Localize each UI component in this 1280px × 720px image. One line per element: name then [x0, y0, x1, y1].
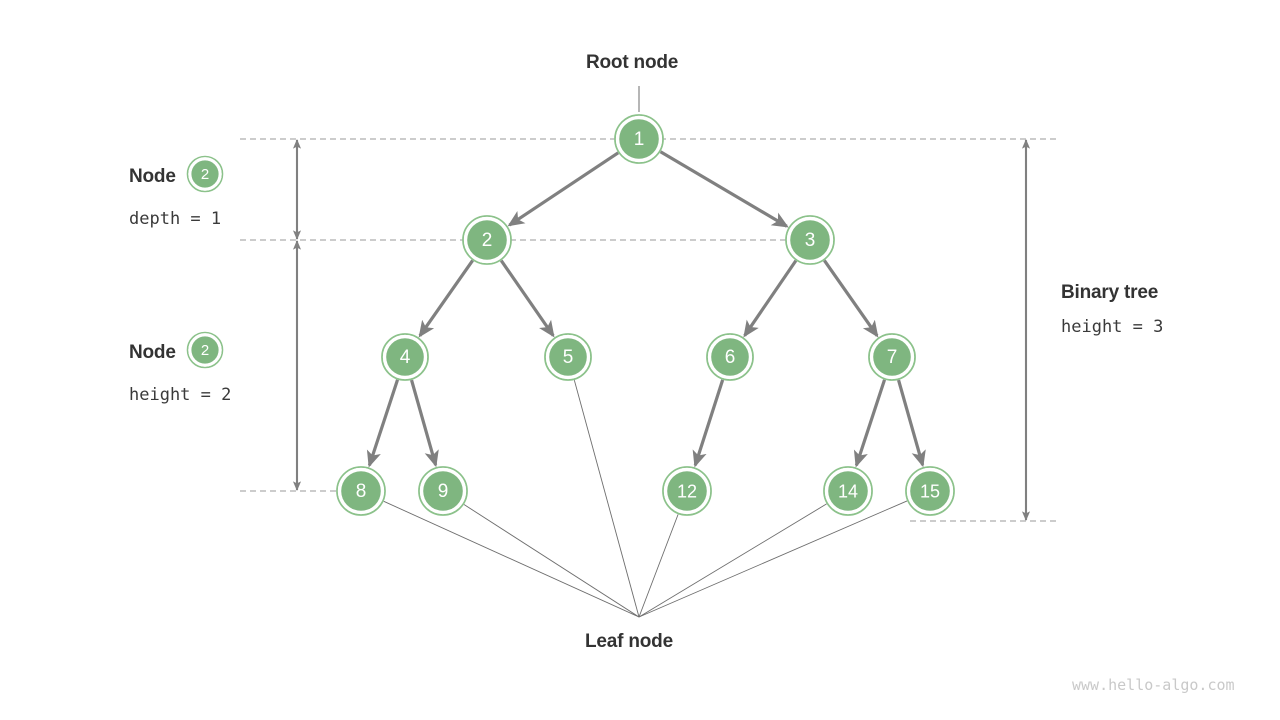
- node-value: 1: [634, 129, 645, 150]
- node-disc: [711, 338, 749, 376]
- node-disc: [910, 471, 950, 511]
- node-ring-gap: [419, 467, 467, 515]
- node-ring-gap: [786, 216, 834, 264]
- annotation-node-height: Node 2: [129, 331, 224, 374]
- node-outer-ring: [905, 466, 955, 516]
- node-ring-gap: [707, 334, 753, 380]
- node-outer-ring: [823, 466, 873, 516]
- node-value: 7: [887, 347, 898, 368]
- tree-edge-n2-n4: [418, 259, 474, 338]
- annotation-node-depth-badge: 2: [186, 155, 224, 198]
- node-value: 2: [482, 230, 493, 251]
- node-disc: [873, 338, 911, 376]
- annotation-node-height-title: Node: [129, 341, 176, 363]
- tree-edge-n1-n2: [507, 151, 620, 227]
- node-disc: [828, 471, 868, 511]
- annotation-node-depth-detail: depth = 1: [129, 209, 222, 229]
- tree-node-12[interactable]: 12: [662, 466, 712, 516]
- tree-edge-n4-n8: [366, 379, 400, 468]
- node-ring-gap: [869, 334, 915, 380]
- node-disc: [467, 220, 507, 260]
- node-outer-ring: [706, 333, 754, 381]
- node-outer-ring: [785, 215, 835, 265]
- node-outer-ring: [381, 333, 429, 381]
- tree-node-8[interactable]: 8: [336, 466, 386, 516]
- annotation-node-height-badge: 2: [186, 331, 224, 374]
- node-ring-gap: [382, 334, 428, 380]
- node-value: 4: [400, 347, 411, 368]
- leaf-leader-lines-layer: [383, 380, 908, 618]
- tree-node-7[interactable]: 7: [868, 333, 916, 381]
- tree-node-9[interactable]: 9: [418, 466, 468, 516]
- tree-node-5[interactable]: 5: [544, 333, 592, 381]
- tree-node-3[interactable]: 3: [785, 215, 835, 265]
- node-outer-ring: [418, 466, 468, 516]
- node-outer-ring: [662, 466, 712, 516]
- node-value: 5: [563, 347, 574, 368]
- node-ring-gap: [337, 467, 385, 515]
- node-value: 12: [677, 482, 697, 502]
- tree-edge-n2-n5: [499, 259, 555, 338]
- tree-edge-n1-n3: [659, 150, 789, 228]
- annotation-node-height-badge-value: 2: [201, 342, 209, 359]
- tree-edges-layer: [366, 150, 926, 468]
- node-value: 3: [805, 230, 816, 251]
- node-ring-gap: [615, 115, 663, 163]
- leaf-leader-line-n9: [463, 504, 640, 618]
- node-outer-ring: [544, 333, 592, 381]
- node-ring-gap: [663, 467, 711, 515]
- leaf-leader-line-n12: [638, 514, 679, 618]
- node-ring-gap: [463, 216, 511, 264]
- leaf-leader-line-n15: [638, 500, 908, 618]
- annotation-node-depth: Node 2: [129, 155, 224, 198]
- node-value: 8: [356, 481, 367, 502]
- node-disc: [341, 471, 381, 511]
- node-ring-gap: [824, 467, 872, 515]
- tree-node-14[interactable]: 14: [823, 466, 873, 516]
- root-node-label: Root node: [586, 52, 679, 73]
- node-outer-ring: [614, 114, 664, 164]
- node-disc: [386, 338, 424, 376]
- tree-node-4[interactable]: 4: [381, 333, 429, 381]
- leaf-leader-line-n14: [638, 503, 827, 618]
- leaf-leader-line-n8: [383, 500, 640, 618]
- node-disc: [790, 220, 830, 260]
- node-ring-gap: [906, 467, 954, 515]
- node-ring-gap: [545, 334, 591, 380]
- measure-arrows-layer: [292, 139, 1031, 521]
- node-disc: [619, 119, 659, 159]
- tree-edge-n3-n6: [743, 259, 798, 338]
- node-disc: [423, 471, 463, 511]
- node-value: 6: [725, 347, 736, 368]
- leaf-leader-line-n5: [573, 380, 640, 618]
- tree-edge-n7-n14: [853, 379, 887, 468]
- annotation-node-height-detail: height = 2: [129, 385, 232, 405]
- node-outer-ring: [868, 333, 916, 381]
- node-value: 15: [920, 482, 940, 502]
- tree-node-6[interactable]: 6: [706, 333, 754, 381]
- tree-edge-n4-n9: [410, 379, 439, 468]
- annotation-node-depth-badge-value: 2: [201, 166, 209, 183]
- guide-lines-layer: [240, 138, 1056, 522]
- tree-node-2[interactable]: 2: [462, 215, 512, 265]
- node-value: 14: [838, 482, 858, 502]
- leaf-node-label: Leaf node: [585, 631, 673, 652]
- annotation-node-depth-title: Node: [129, 165, 176, 187]
- tree-edge-n7-n15: [897, 379, 926, 468]
- node-disc: [549, 338, 587, 376]
- tree-node-1[interactable]: 1: [614, 114, 664, 164]
- tree-node-15[interactable]: 15: [905, 466, 955, 516]
- node-disc: [667, 471, 707, 511]
- node-outer-ring: [462, 215, 512, 265]
- tree-edge-n6-n12: [692, 379, 725, 468]
- watermark: www.hello-algo.com: [1072, 676, 1235, 694]
- tree-edge-n3-n7: [823, 259, 879, 338]
- node-outer-ring: [336, 466, 386, 516]
- node-value: 9: [438, 481, 449, 502]
- annotation-tree-height-title: Binary tree: [1061, 282, 1159, 303]
- annotation-tree-height-detail: height = 3: [1061, 317, 1164, 337]
